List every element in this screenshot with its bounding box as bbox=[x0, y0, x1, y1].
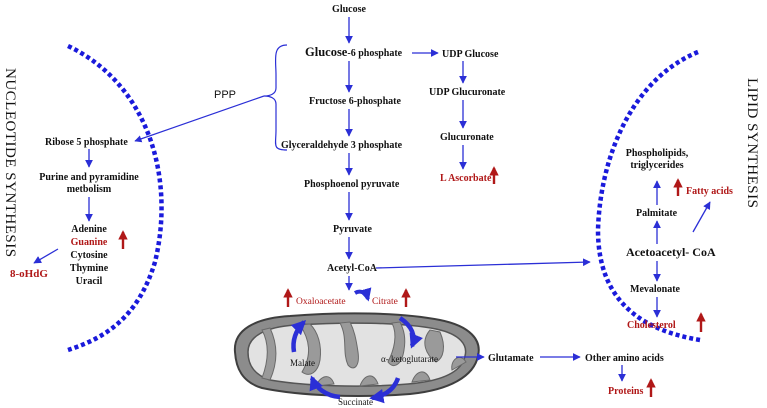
fatty-acids-label: Fatty acids bbox=[686, 186, 733, 197]
acetoacetyl-coa-label: Acetoacetyl- CoA bbox=[626, 245, 716, 259]
succinate-label: Succinate bbox=[338, 397, 373, 407]
lipid-arrows bbox=[653, 180, 711, 318]
nucleotide-dashed-arc bbox=[67, 43, 164, 353]
ppp-bracket bbox=[263, 44, 288, 151]
l-ascorbate-label: L Ascorbate bbox=[440, 173, 492, 184]
alpha-ketoglutarate-label: α- ketoglutarate bbox=[381, 354, 438, 364]
guanine-label: Guanine bbox=[71, 237, 108, 248]
ribose-5-phosphate-label: Ribose 5 phosphate bbox=[45, 137, 128, 148]
phosphoenol-pyruvate-label: Phosphoenol pyruvate bbox=[304, 179, 400, 190]
cholesterol-label: Cholesterol bbox=[627, 320, 676, 331]
cytosine-label: Cytosine bbox=[70, 250, 108, 261]
ppp-arrow bbox=[134, 95, 265, 143]
oxaloacetate-to-citrate-arrow bbox=[353, 287, 372, 302]
tca-arrow-bottom-right bbox=[369, 377, 401, 404]
mitochondrion bbox=[233, 312, 480, 404]
8-ohdg-label: 8-oHdG bbox=[10, 268, 48, 280]
oxaloacetate-label: Oxaloacetate bbox=[296, 297, 346, 307]
adenine-label: Adenine bbox=[71, 224, 107, 235]
acetyl-coa-label: Acetyl-CoA bbox=[327, 263, 378, 274]
lipid-synthesis-label: LIPID SYNTHESIS bbox=[744, 78, 760, 208]
mevalonate-label: Mevalonate bbox=[630, 284, 681, 295]
acetyl-coa-to-lipid-arrow bbox=[375, 258, 591, 269]
ppp-label: PPP bbox=[214, 89, 236, 101]
lipid-dashed-arc bbox=[595, 49, 701, 343]
uracil-label: Uracil bbox=[76, 276, 103, 287]
nucleotide-arrows bbox=[33, 149, 93, 264]
tca-arrow-right bbox=[398, 316, 423, 349]
nucleotide-synthesis-label: NUCLEOTIDE SYNTHESIS bbox=[2, 68, 18, 258]
malate-label: Malate bbox=[290, 358, 315, 368]
phospholipids-label: Phospholipids,triglycerides bbox=[626, 148, 689, 171]
palmitate-label: Palmitate bbox=[636, 208, 678, 219]
proteins-label: Proteins bbox=[608, 386, 643, 397]
glucuronate-label: Glucuronate bbox=[440, 132, 494, 143]
glucose-6-phosphate-label: Glucose-6 phosphate bbox=[305, 45, 403, 59]
thymine-label: Thymine bbox=[70, 263, 109, 274]
glyceraldehyde-3-phosphate-label: Glyceraldehyde 3 phosphate bbox=[281, 140, 403, 151]
tca-arrow-bottom-left bbox=[309, 375, 341, 400]
citrate-label: Citrate bbox=[372, 297, 398, 307]
glutamate-label: Glutamate bbox=[488, 353, 534, 364]
pyruvate-label: Pyruvate bbox=[333, 224, 372, 235]
tca-arrow-left bbox=[290, 319, 307, 353]
other-amino-acids-label: Other amino acids bbox=[585, 353, 664, 364]
glucose-label: Glucose bbox=[332, 4, 366, 15]
udp-glucose-label: UDP Glucose bbox=[442, 49, 499, 60]
fructose-6-phosphate-label: Fructose 6-phosphate bbox=[309, 96, 402, 107]
udp-glucuronate-label: UDP Glucuronate bbox=[429, 87, 506, 98]
